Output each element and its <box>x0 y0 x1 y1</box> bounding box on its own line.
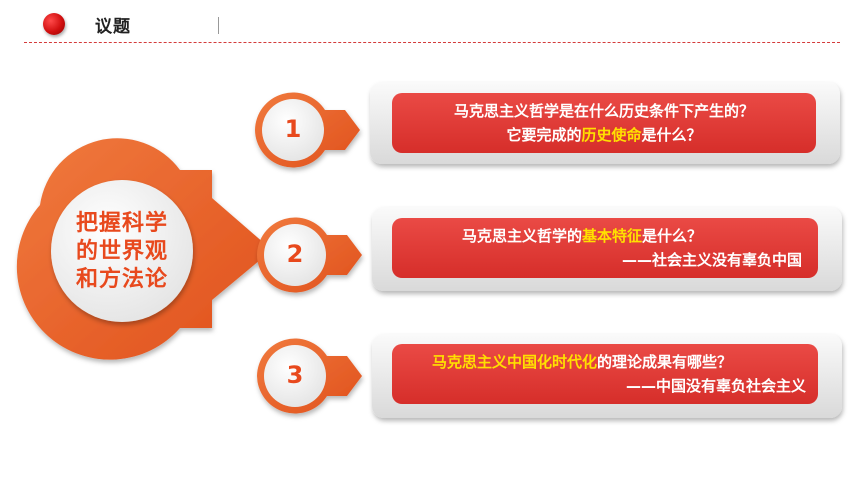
item-1-line-2: 它要完成的历史使命是什么？ <box>506 126 702 144</box>
item-3-line-1: 马克思主义中国化时代化的理论成果有哪些？ <box>432 353 733 371</box>
center-circle <box>51 180 193 322</box>
item-2-highlight: 基本特征 <box>582 227 643 245</box>
item-1-graphics <box>255 82 840 168</box>
item-1-number: 1 <box>284 115 302 143</box>
item-1-highlight: 历史使命 <box>581 126 642 144</box>
item-3-highlight: 马克思主义中国化时代化 <box>432 353 598 371</box>
item-3-number: 3 <box>286 361 304 389</box>
item-3-graphics <box>257 334 842 418</box>
center-line-1: 把握科学 <box>75 211 168 236</box>
center-line-2: 的世界观 <box>75 239 168 264</box>
item-3-line-2: ——中国没有辜负社会主义 <box>625 377 806 395</box>
item-3-text: 马克思主义中国化时代化的理论成果有哪些？ ——中国没有辜负社会主义 <box>392 350 818 398</box>
page-title: 议题 <box>95 17 131 37</box>
item-1-text: 马克思主义哲学是在什么历史条件下产生的？ 它要完成的历史使命是什么？ <box>392 99 816 147</box>
center-line-3: 和方法论 <box>75 267 168 292</box>
item-2-text: 马克思主义哲学的基本特征是什么？ ——社会主义没有辜负中国 <box>392 224 818 272</box>
header-bullet-icon <box>43 13 65 35</box>
item-2-number: 2 <box>286 240 304 268</box>
center-topic: 把握科学 的世界观 和方法论 <box>58 210 186 294</box>
header-dashed-line <box>24 42 840 43</box>
item-2-line-2: ——社会主义没有辜负中国 <box>621 251 802 269</box>
item-1-line-1: 马克思主义哲学是在什么历史条件下产生的？ <box>453 102 754 120</box>
item-2-graphics <box>257 207 842 293</box>
item-2-line-1: 马克思主义哲学的基本特征是什么？ <box>462 227 703 245</box>
header-divider <box>218 17 219 34</box>
